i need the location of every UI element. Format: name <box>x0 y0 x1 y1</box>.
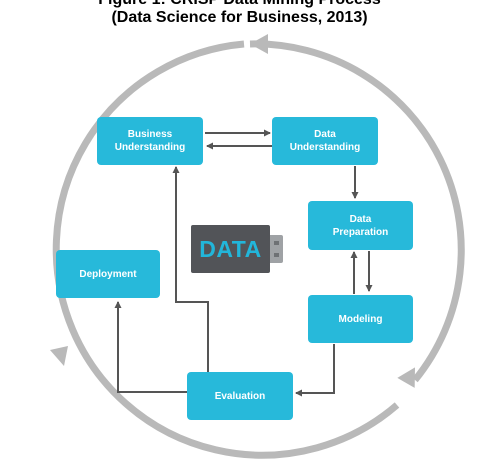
usb-plug-hole-top <box>274 241 279 245</box>
data-drive-label: DATA <box>199 235 262 262</box>
arrow-evaluation-to-business-understanding <box>172 166 209 372</box>
box-data-understanding: Data Understanding <box>272 117 378 165</box>
box-modeling-label: Modeling <box>338 313 383 325</box>
box-modeling: Modeling <box>308 295 413 343</box>
box-data-preparation-label: Data Preparation <box>332 213 389 238</box>
diagram-title-line-2: (Data Science for Business, 2013) <box>111 9 368 26</box>
box-deployment-label: Deployment <box>79 268 137 280</box>
cycle-arrowhead-top <box>250 34 268 54</box>
box-business-understanding-label: Business Understanding <box>114 129 186 153</box>
box-evaluation: Evaluation <box>187 372 293 420</box>
arrow-evaluation-to-deployment <box>114 301 187 393</box>
cycle-arc-right <box>249 40 465 383</box>
cycle-arc-left <box>52 40 400 459</box>
box-deployment: Deployment <box>56 250 160 298</box>
usb-drive-body: DATA <box>191 225 270 273</box>
box-business-understanding: Business Understanding <box>97 117 203 165</box>
box-evaluation-label: Evaluation <box>214 390 266 402</box>
box-data-preparation: Data Preparation <box>308 201 413 250</box>
arrow-modeling-to-evaluation <box>295 344 335 397</box>
box-data-understanding-label: Data Understanding <box>289 129 361 153</box>
usb-plug-hole-bottom <box>274 253 279 257</box>
circular-arrow-icon <box>50 34 465 459</box>
cycle-arrowhead-right <box>397 367 415 388</box>
cycle-arrowhead-left <box>50 346 68 366</box>
usb-plug <box>270 235 283 263</box>
diagram-title-line-1: Figure 1: CRISP Data Mining Process <box>0 0 479 9</box>
usb-drive-icon: DATA <box>191 225 289 273</box>
